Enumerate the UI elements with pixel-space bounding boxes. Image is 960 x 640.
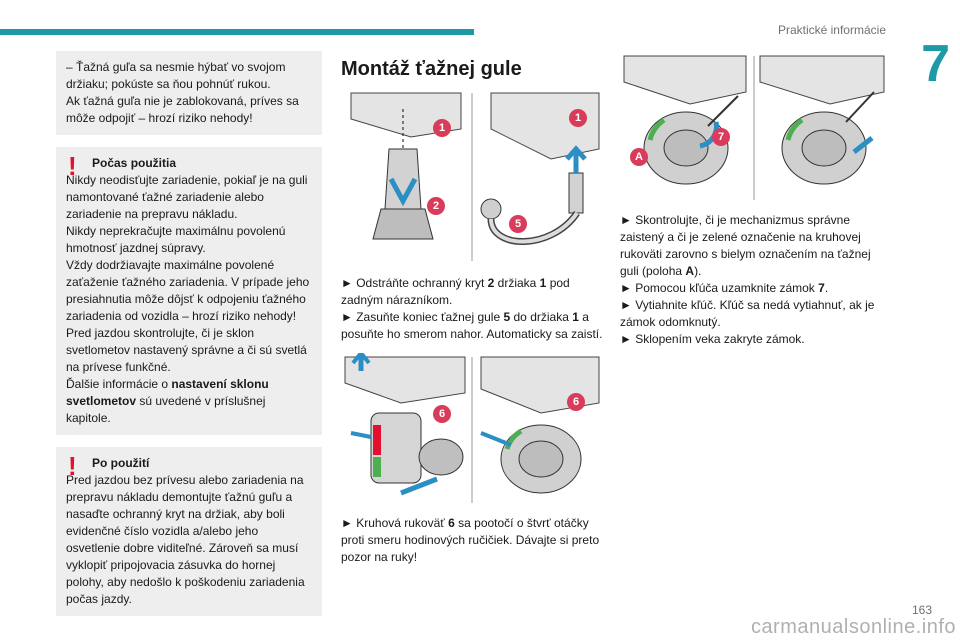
step-text: Vytiahnite kľúč. Kľúč sa nedá vytiahnuť,… [620, 298, 875, 329]
ref-num: 6 [448, 516, 455, 530]
warning-link-text: nastavení sklonu svetlometov [66, 377, 269, 408]
info-line-2: Ak ťažná guľa nie je zablokovaná, príves… [66, 94, 299, 125]
step-remove-cover: ► Odstráňte ochranný kryt 2 držiaka 1 po… [341, 275, 603, 343]
bullet-icon: ► [620, 281, 632, 295]
step-line: ► Vytiahnite kľúč. Kľúč sa nedá vytiahnu… [620, 297, 888, 331]
callout-5: 5 [509, 215, 527, 233]
lock-illustration [620, 52, 888, 202]
warning-title: Po použití [92, 456, 150, 470]
ref-num: A [685, 264, 695, 278]
ref-num: 1 [539, 276, 547, 290]
watermark-text: carmanualsonline.info [750, 616, 956, 638]
step-text: pod zadným nárazníkom. [341, 276, 570, 307]
step-text: do držiaka [510, 310, 573, 324]
warning-box-during-use: ! Počas použitia Nikdy neodisťujte zaria… [56, 147, 322, 435]
chapter-number: 7 [921, 35, 950, 93]
ref-num: 7 [818, 281, 825, 295]
step-line: ► Sklopením veka zakryte zámok. [620, 331, 888, 348]
bullet-icon: ► [620, 298, 632, 312]
bullet-icon: ► [620, 332, 632, 346]
ref-num: 1 [572, 310, 579, 324]
step-text: Sklopením veka zakryte zámok. [631, 332, 805, 346]
warning-body-end: sú uvedené v príslušnej kapitole. [66, 394, 266, 425]
illustration-remove-cover: 1 2 1 5 [341, 89, 603, 265]
callout-7: 7 [712, 128, 730, 146]
warning-icon: ! [68, 151, 77, 181]
step-text: Zasuňte koniec ťažnej gule [352, 310, 504, 324]
section-heading: Montáž ťažnej gule [341, 58, 522, 80]
step-text: ). [694, 264, 702, 278]
bullet-icon: ► [341, 516, 353, 530]
step-text: Skontrolujte, či je mechanizmus správne … [620, 213, 871, 278]
step-line: ► Pomocou kľúča uzamknite zámok 7. [620, 280, 888, 297]
warning-icon: ! [68, 451, 77, 481]
step-line: ► Kruhová rukoväť 6 sa pootočí o štvrť o… [341, 515, 603, 566]
step-text: Pomocou kľúča uzamknite zámok [631, 281, 819, 295]
bullet-icon: ► [620, 213, 632, 227]
step-text: držiaka [494, 276, 540, 290]
info-line-1: – Ťažná guľa sa nesmie hýbať vo svojom d… [66, 60, 286, 91]
step-line: ► Odstráňte ochranný kryt 2 držiaka 1 po… [341, 275, 603, 309]
step-text: Odstráňte ochranný kryt [352, 276, 488, 290]
bullet-icon: ► [341, 310, 353, 324]
callout-6: 6 [433, 405, 451, 423]
warning-body: Pred jazdou bez prívesu alebo zariadenia… [66, 473, 305, 606]
handle-illustration [341, 353, 603, 505]
page-number: 163 [911, 603, 932, 617]
step-text: a posuňte ho smerom nahor. Automaticky s… [341, 310, 603, 341]
left-column: – Ťažná guľa sa nesmie hýbať vo svojom d… [56, 51, 322, 628]
step-text: . [824, 281, 829, 295]
callout-1b: 1 [569, 109, 587, 127]
warning-body-text: Nikdy neodisťujte zariadenie, pokiaľ je … [66, 173, 310, 391]
lock-steps: ► Skontrolujte, či je mechanizmus správn… [620, 212, 888, 348]
warning-body: Nikdy neodisťujte zariadenie, pokiaľ je … [66, 172, 312, 427]
illustration-rotate-handle: 6 6 [341, 353, 603, 505]
ref-num: 5 [503, 310, 511, 324]
right-column: A 7 ► Skontrolujte, či je mechanizmus sp… [620, 52, 888, 348]
ref-num: 2 [487, 276, 495, 290]
step-line: ► Zasuňte koniec ťažnej gule 5 do držiak… [341, 309, 603, 343]
bullet-icon: ► [341, 276, 353, 290]
callout-A: A [630, 148, 648, 166]
step-text: sa pootočí o štvrť otáčky proti smeru ho… [341, 516, 600, 564]
callout-6b: 6 [567, 393, 585, 411]
step-text: Kruhová rukoväť [352, 516, 449, 530]
header-rule [0, 29, 474, 35]
middle-column: Montáž ťažnej gule 1 2 1 5 ► Odstráňte o [341, 58, 603, 566]
callout-1: 1 [433, 119, 451, 137]
warning-box-after-use: ! Po použití Pred jazdou bez prívesu ale… [56, 447, 322, 616]
warning-title: Počas použitia [92, 156, 177, 170]
step-line: ► Skontrolujte, či je mechanizmus správn… [620, 212, 888, 280]
info-box: – Ťažná guľa sa nesmie hýbať vo svojom d… [56, 51, 322, 135]
section-title: Praktické informácie [777, 23, 886, 37]
step-rotate-handle: ► Kruhová rukoväť 6 sa pootočí o štvrť o… [341, 515, 603, 566]
towbar-illustration [341, 89, 603, 265]
illustration-lock: A 7 [620, 52, 888, 202]
callout-2: 2 [427, 197, 445, 215]
